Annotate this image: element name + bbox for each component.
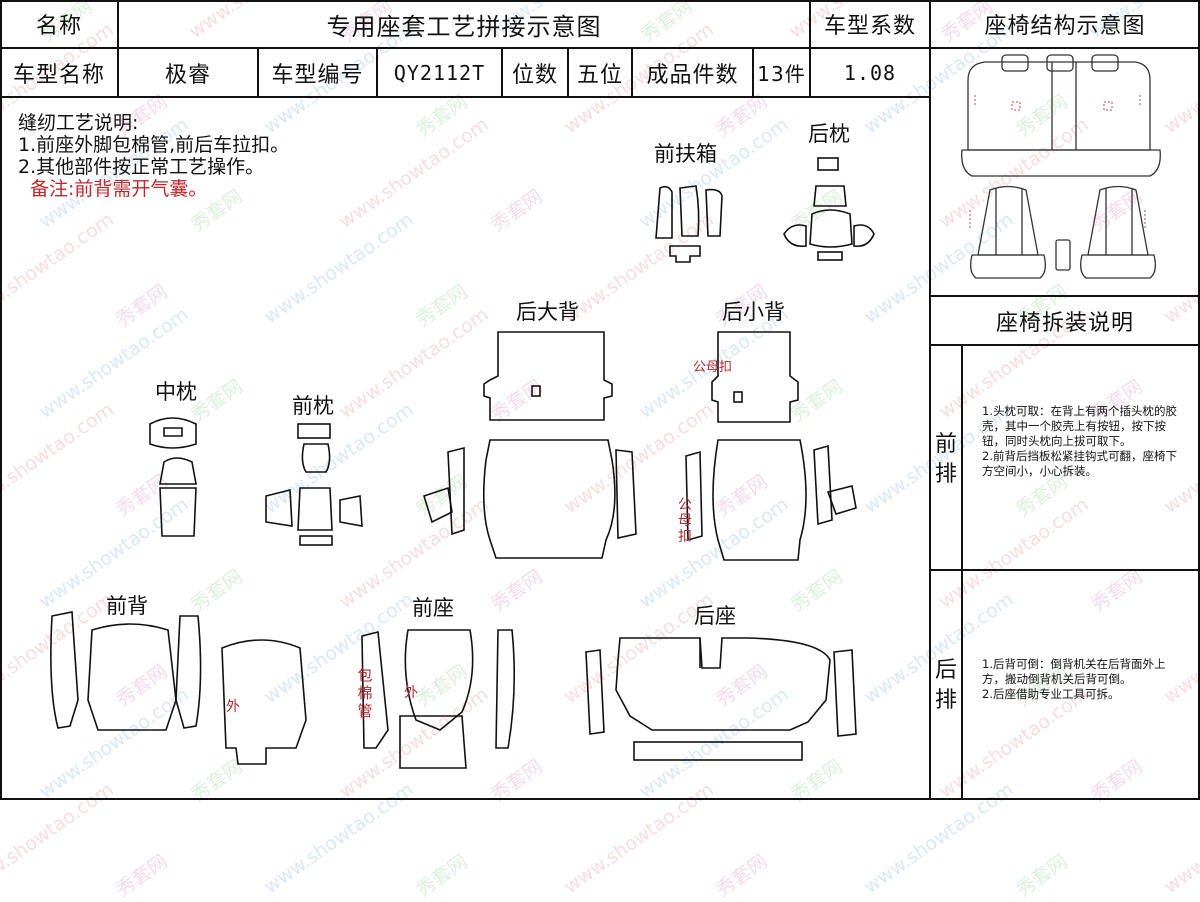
rear-small-back-top	[711, 331, 799, 423]
rear-big-back-side-left-b	[423, 486, 453, 524]
front-headrest-side-left	[265, 488, 293, 527]
cotton-tube-mark: 包 棉 管	[357, 666, 373, 720]
snap-button-vertical-mark: 公 母 扣	[678, 497, 692, 545]
label-middle-headrest: 中枕	[155, 380, 197, 404]
front-headrest-front	[301, 443, 331, 473]
front-headrest-top	[297, 423, 331, 439]
rear-headrest-front	[809, 209, 853, 248]
watermark-text: 秀套网	[412, 850, 472, 902]
front-back-rear-panel	[221, 639, 307, 765]
label-rear-small-back: 后小背	[722, 300, 785, 324]
label-rear-headrest: 后枕	[808, 122, 850, 146]
disassembly-title: 座椅拆装说明	[995, 310, 1134, 336]
front-seat-side-right	[495, 629, 516, 749]
middle-headrest-front	[159, 457, 197, 485]
front-seat-skirt	[399, 715, 467, 769]
rear-row-label: 后 排	[934, 658, 957, 713]
seats-label: 位数	[511, 62, 558, 88]
model-code-label: 车型编号	[271, 62, 364, 88]
middle-headrest-top	[149, 417, 197, 449]
model-name: 极睿	[164, 62, 211, 88]
label-front-back: 前背	[106, 594, 148, 618]
outer-mark-front-back: 外	[226, 699, 240, 715]
rear-seat-strip	[633, 741, 803, 761]
pieces-value: 13件	[757, 62, 806, 86]
rear-small-back-main	[712, 439, 807, 561]
coef-label: 车型系数	[823, 14, 916, 39]
outer-mark-front-seat: 外	[404, 685, 418, 701]
watermark-text: 秀套网	[112, 850, 172, 902]
notes-line-2: 2.其他部件按正常工艺操作。	[18, 156, 265, 178]
front-row-label: 前 排	[934, 432, 957, 487]
front-headrest-side-right	[339, 495, 363, 527]
layout-lines	[0, 0, 1200, 800]
notes-line-1: 1.前座外脚包棉管,前后车拉扣。	[18, 134, 290, 156]
rear-big-back-main	[482, 439, 616, 559]
front-back-side-left	[50, 611, 79, 729]
notes-remark: 备注:前背需开气囊。	[30, 178, 208, 200]
front-back-main	[87, 623, 177, 731]
snap-button-mark: 公母扣	[693, 360, 733, 375]
front-armrest-piece-left	[655, 185, 673, 239]
seat-structure-sketch	[961, 54, 1161, 279]
coef-value: 1.08	[843, 60, 897, 85]
rear-row-instructions: 1.后背可倒：倒背机关在后背面外上方，搬动倒背机关后背可倒。 2.后座借助专业工…	[982, 657, 1166, 701]
rear-headrest-side-right	[853, 224, 875, 248]
rear-seat-main	[615, 637, 831, 731]
model-code: QY2112T	[393, 60, 486, 85]
label-rear-big-back: 后大背	[516, 300, 579, 324]
rear-headrest-side-left	[783, 224, 807, 248]
label-rear-seat: 后座	[694, 604, 736, 628]
rear-small-back-side-right-a	[813, 444, 833, 526]
seats-value: 五位	[576, 62, 623, 88]
watermark-text: 秀套网	[712, 850, 772, 902]
label-front-headrest: 前枕	[292, 394, 334, 418]
front-row-instructions: 1.头枕可取：在背上有两个插头枕的胶壳，其中一个胶壳上有按钮，按下按钮，同时头枕…	[982, 404, 1177, 478]
watermark-text: 秀套网	[1012, 850, 1072, 902]
front-armrest-piece-base	[669, 245, 701, 263]
sewing-notes: 缝纫工艺说明: 1.前座外脚包棉管,前后车拉扣。 2.其他部件按正常工艺操作。 …	[18, 112, 289, 200]
front-back-side-right	[175, 615, 202, 729]
rear-small-back-side-left	[685, 450, 703, 542]
rear-seat-side-right	[833, 649, 857, 737]
label-front-armrest: 前扶箱	[654, 142, 717, 166]
front-headrest-main	[297, 487, 333, 531]
front-seat-strip	[361, 630, 389, 749]
model-name-label: 车型名称	[12, 62, 105, 88]
middle-headrest-main	[159, 487, 197, 537]
rear-headrest-top	[817, 157, 839, 171]
rear-headrest-main	[813, 185, 847, 207]
rear-big-back-side-right	[615, 449, 637, 539]
front-armrest-piece-right	[705, 188, 723, 237]
page-title: 专用座套工艺拼接示意图	[326, 12, 602, 41]
rear-small-back-side-right-b	[826, 485, 857, 515]
notes-heading: 缝纫工艺说明:	[18, 112, 139, 134]
pieces-label: 成品件数	[646, 62, 739, 88]
rear-seat-side-left	[585, 649, 605, 735]
rear-big-back-side-left-a	[447, 446, 465, 536]
front-headrest-strip	[299, 535, 333, 546]
front-seat-main	[404, 629, 474, 731]
rear-headrest-strip	[817, 251, 843, 261]
name-label: 名称	[35, 14, 82, 39]
front-armrest-piece-center	[679, 185, 700, 237]
structure-title: 座椅结构示意图	[984, 14, 1146, 39]
rear-big-back-top	[483, 331, 613, 421]
label-front-seat: 前座	[412, 596, 454, 620]
